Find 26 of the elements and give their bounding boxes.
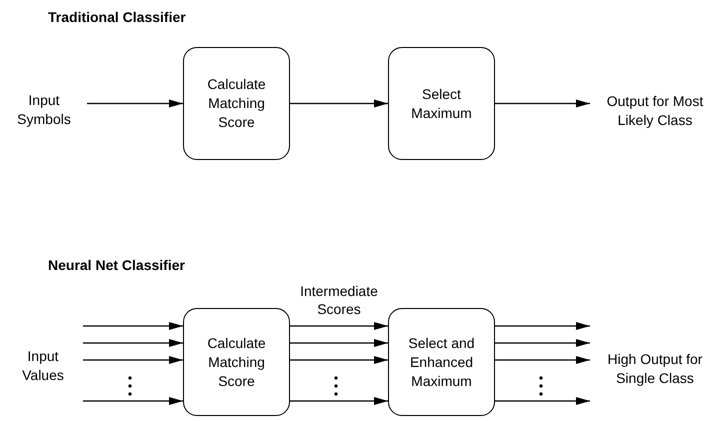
arrow <box>290 397 388 405</box>
section-title: Neural Net Classifier <box>48 256 186 274</box>
section-title: Traditional Classifier <box>48 8 187 26</box>
arrow <box>87 100 183 108</box>
process-box: Select and Enhanced Maximum <box>388 308 495 416</box>
arrow <box>290 356 388 364</box>
node-text: Input Symbols <box>6 92 82 128</box>
arrow <box>83 397 183 405</box>
process-box: Calculate Matching Score <box>183 47 290 160</box>
arrow <box>495 397 590 405</box>
node-text: High Output for Single Class <box>600 340 710 398</box>
arrow <box>495 339 590 347</box>
process-box: Select Maximum <box>388 47 495 160</box>
arrow <box>290 100 388 108</box>
arrow <box>495 356 590 364</box>
arrow <box>83 322 183 330</box>
arrow <box>83 339 183 347</box>
node-text: Output for Most Likely Class <box>600 84 710 138</box>
label-text: Intermediate Scores <box>299 282 379 318</box>
node-text: Input Values <box>8 346 78 386</box>
arrow <box>83 356 183 364</box>
arrow <box>290 322 388 330</box>
arrow <box>495 322 590 330</box>
arrow <box>290 339 388 347</box>
arrow <box>495 100 590 108</box>
process-box: Calculate Matching Score <box>183 308 290 416</box>
